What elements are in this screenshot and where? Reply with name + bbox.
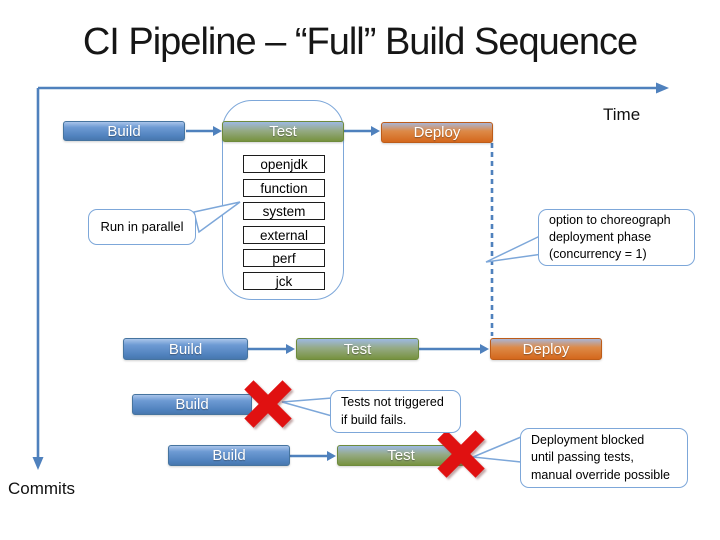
time-axis-label: Time [603,105,641,124]
test-box-row1: Test [222,121,344,142]
deploy-box-row1: Deploy [381,122,493,143]
test-suite-item-jck: jck [243,272,325,290]
test-suite-item-external: external [243,226,325,244]
callout-build-fail-text: Tests not triggered if build fails. [341,395,444,427]
callout-run-in-parallel: Run in parallel [88,209,196,245]
test-box-row2: Test [296,338,419,360]
flow-arrow-build2-test2 [248,344,295,354]
callout-run-in-parallel-text: Run in parallel [100,219,184,235]
slide-title: CI Pipeline – “Full” Build Sequence [82,21,638,63]
build-box-row2: Build [123,338,248,360]
callout-deploy-block-text: Deployment blocked until passing tests, … [531,433,670,482]
build-box-row4: Build [168,445,290,466]
test-suite-item-perf: perf [243,249,325,267]
flow-arrow-build4-test4 [290,451,336,461]
test-suite-item-system: system [243,202,325,220]
commits-axis-label: Commits [8,479,76,498]
callout-choreograph: option to choreograph deployment phase (… [538,209,695,266]
flow-arrow-test2-deploy2 [419,344,489,354]
time-axis [38,82,669,94]
callout-choreograph-text: option to choreograph deployment phase (… [549,212,671,262]
build-failed-x-icon [246,382,290,426]
callout-deploy-block: Deployment blocked until passing tests, … [520,428,688,488]
deploy-box-row2: Deploy [490,338,602,360]
build-box-row1: Build [63,121,185,141]
flow-arrow-build1-test1 [186,126,222,136]
build-box-row3: Build [132,394,252,415]
test-suite-item-function: function [243,179,325,197]
deploy-blocked-x-icon [439,432,483,476]
test-suite-item-openjdk: openjdk [243,155,325,173]
callout-build-fail: Tests not triggered if build fails. [330,390,461,433]
test-box-row4: Test [337,445,465,466]
time-axis-arrowhead [656,82,669,94]
commits-axis [32,88,44,470]
flow-arrow-test1-deploy1 [344,126,380,136]
commits-axis-arrowhead [32,457,44,470]
